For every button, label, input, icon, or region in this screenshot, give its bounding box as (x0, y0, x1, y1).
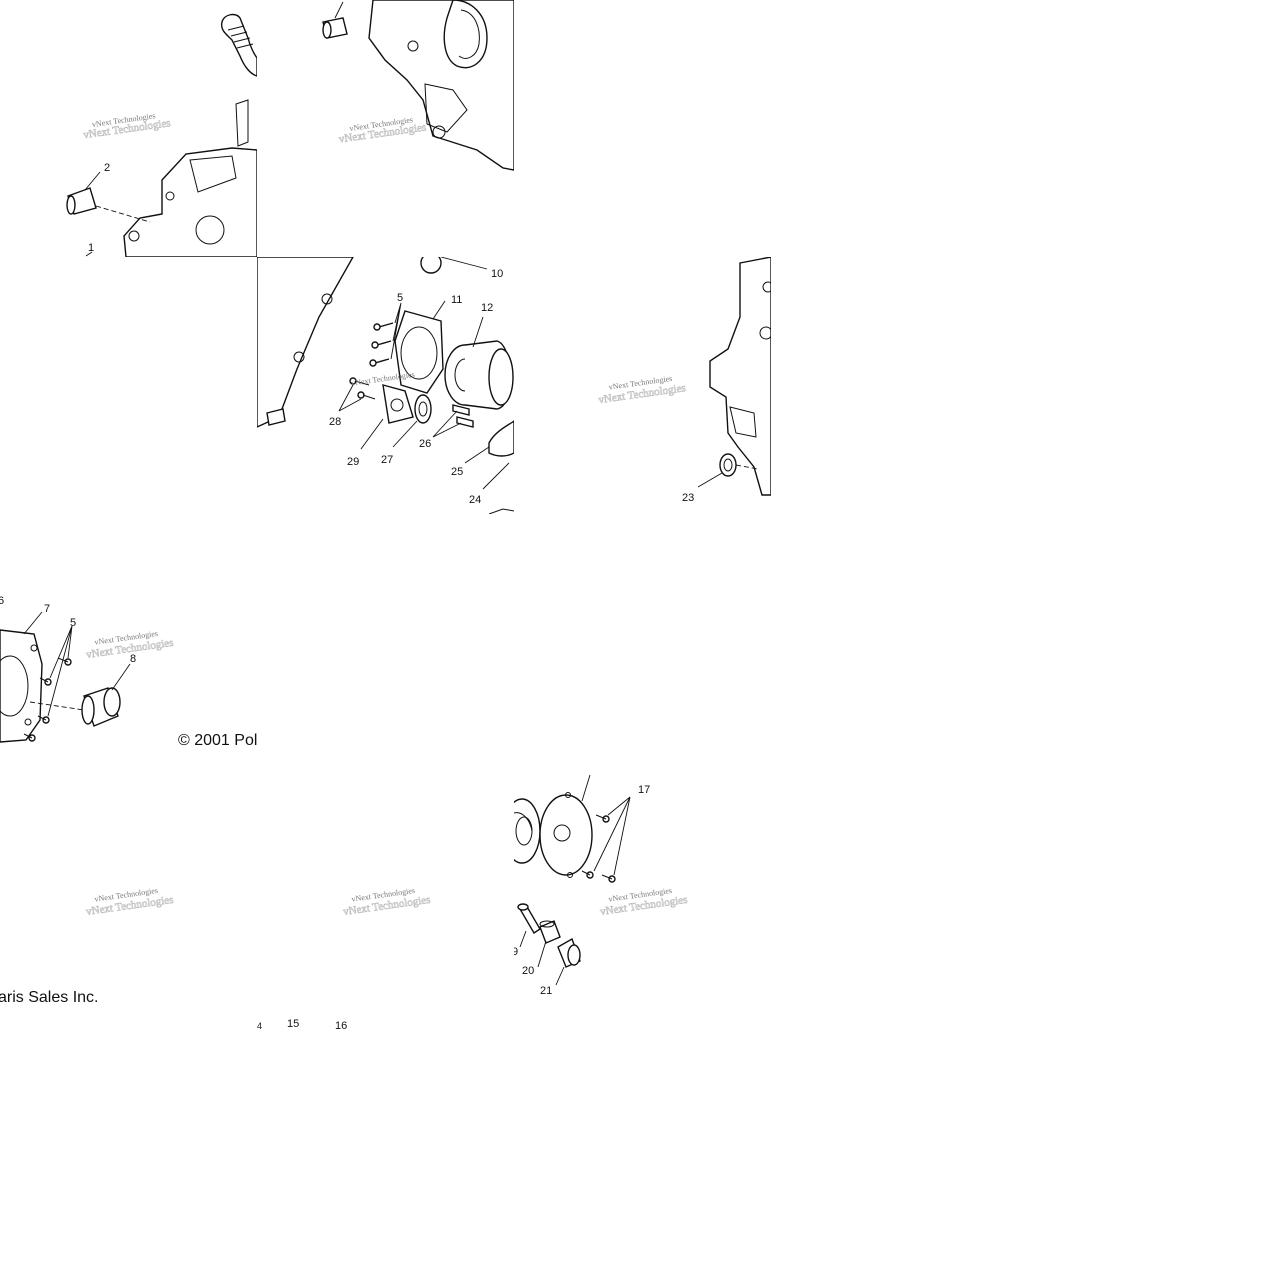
callout-1: 1 (88, 242, 94, 254)
fitting-21 (555, 937, 581, 986)
diagram-tile-lower-callouts: 4 15 16 (257, 1016, 514, 1036)
callout-11: 11 (451, 294, 462, 306)
callout-15: 15 (287, 1018, 299, 1030)
screws-17 (581, 796, 631, 883)
callout-24: 24 (469, 494, 481, 506)
diagram-tile-plate-fittings: 4 16 17 9 20 21 vNext Technologies vNext… (514, 771, 771, 1028)
bushing-8 (81, 663, 131, 727)
callout-23: 23 (682, 492, 694, 504)
screws-5 (23, 625, 73, 742)
callout-8: 8 (130, 653, 136, 665)
callout-26: 26 (419, 438, 431, 450)
gasket-29 (360, 384, 414, 450)
callout-5: 5 (397, 292, 403, 304)
watermark: vNext Technologies vNext Technologies (599, 886, 688, 918)
callout-27: 27 (381, 454, 393, 466)
crankcase-half-left (123, 99, 257, 257)
dowels-26 (432, 404, 474, 438)
watermark: vNext Technologies vNext Technologies (338, 115, 427, 146)
plate-16 (539, 774, 593, 878)
seal-10 (420, 257, 488, 274)
copyright-notice: © 2001 Pola (178, 732, 257, 749)
callout-7: 7 (44, 603, 50, 615)
callout-14-lower: 4 (257, 1021, 262, 1031)
diagram-tile-copyright: vNext Technologies vNext Technologies ar… (0, 771, 257, 1028)
seal-14 (514, 798, 541, 864)
watermark: vNext Technologies vNext Technologies (342, 886, 431, 918)
copyright-notice-continued: aris Sales Inc. (0, 989, 98, 1006)
cover-plate-11 (394, 300, 446, 394)
bearing-12 (444, 316, 514, 410)
cover-25 (464, 420, 514, 464)
seal-27 (392, 394, 432, 448)
callout-28: 28 (329, 416, 341, 428)
callout-10: 10 (491, 268, 503, 280)
spacer-20 (537, 920, 561, 968)
cover-7 (0, 611, 43, 743)
diagram-tile-cover-bushing: 6 7 5 8 © 2001 Pola vNext Technologies v… (0, 514, 257, 771)
callout-5-lower: 5 (70, 617, 76, 629)
screws-5 (369, 302, 402, 367)
callout-12: 12 (481, 302, 493, 314)
diagram-tile-bearing-cover: 10 5 11 12 28 29 27 26 25 24 vNext Techn… (257, 257, 514, 514)
watermark: vNext Technologies vNext Technologies (85, 886, 174, 918)
crankcase-side (709, 257, 771, 496)
crankcase-edge (257, 257, 354, 428)
callout-16-lower: 16 (335, 1020, 347, 1032)
watermark: vNext Technologies vNext Technologies (597, 374, 686, 407)
screws-28 (338, 377, 376, 412)
elbow-fitting (220, 13, 257, 77)
diagram-tile-crankcase-side: 23 vNext Technologies vNext Technologies (514, 257, 771, 514)
callout-17: 17 (638, 784, 650, 796)
crankcase-half-right (368, 0, 514, 171)
callout-2: 2 (104, 162, 110, 174)
callout-19: 9 (514, 946, 518, 958)
nut-fitting (322, 1, 348, 39)
callout-21: 21 (540, 985, 552, 997)
diagram-tile-blank: vNext Technologies vNext Technologies (257, 771, 514, 1028)
plug-2 (66, 187, 151, 223)
diagram-tile-crankcase-top-left: 2 1 vNext Technologies vNext Technologie… (0, 0, 257, 257)
callout-29: 29 (347, 456, 359, 468)
screw-19 (517, 903, 541, 948)
seal-23 (697, 453, 759, 488)
watermark: vNext Technologies vNext Technologies (82, 111, 171, 141)
callout-6: 6 (0, 595, 4, 607)
callout-20: 20 (522, 965, 534, 977)
diagram-tile-crankcase-top-right: vNext Technologies vNext Technologies (257, 0, 514, 257)
callout-25: 25 (451, 466, 463, 478)
